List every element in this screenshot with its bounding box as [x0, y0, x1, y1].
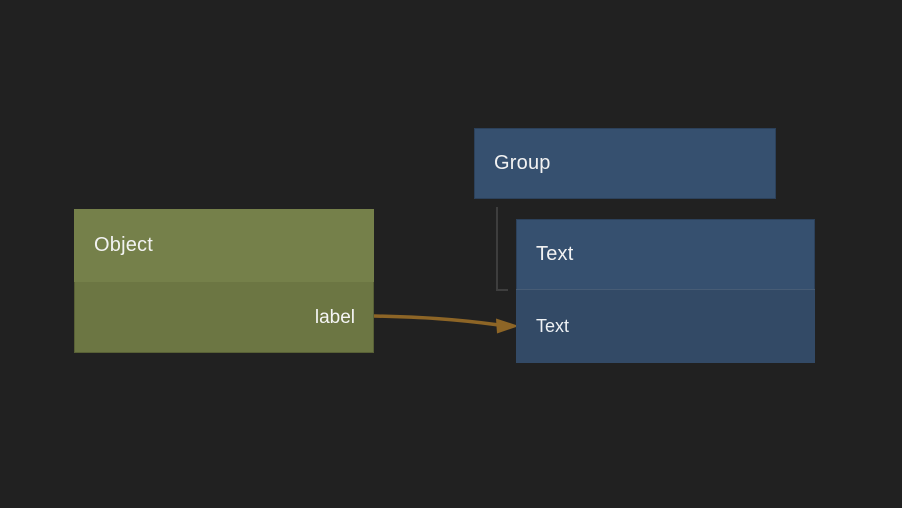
- node-text-header[interactable]: Text: [516, 219, 815, 289]
- output-port-label: label: [314, 306, 355, 328]
- node-text-row[interactable]: Text: [516, 289, 815, 363]
- node-group-title: Group: [494, 152, 551, 174]
- node-object-body: label: [74, 282, 374, 353]
- node-group-header[interactable]: Group: [474, 128, 776, 199]
- node-object-title: Object: [94, 234, 154, 256]
- node-text-row-label: Text: [536, 316, 570, 336]
- node-object-header[interactable]: Object: [74, 209, 374, 282]
- node-text-title: Text: [536, 242, 574, 265]
- node-object[interactable]: Object label: [74, 209, 374, 353]
- hierarchy-connector-line: [496, 207, 508, 291]
- wire-connection-line[interactable]: [373, 314, 500, 327]
- node-group[interactable]: Group: [474, 128, 776, 199]
- node-text[interactable]: Text Text: [516, 219, 815, 363]
